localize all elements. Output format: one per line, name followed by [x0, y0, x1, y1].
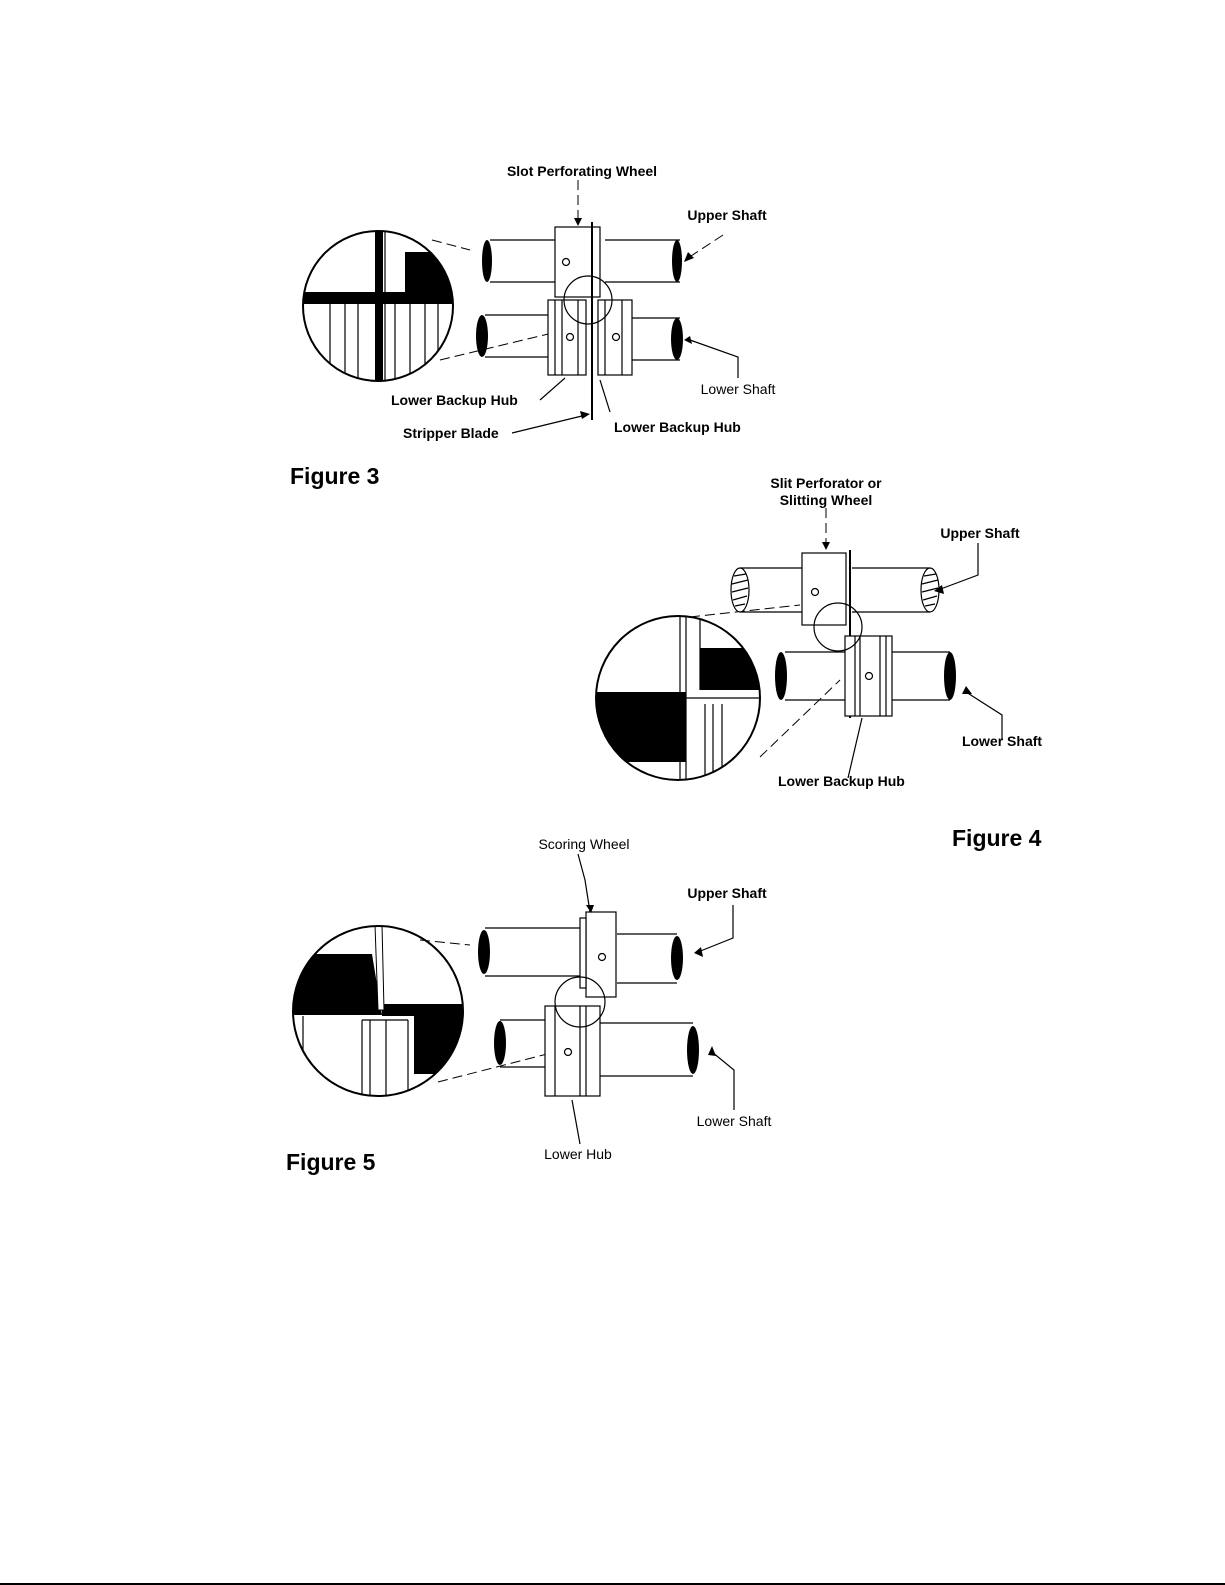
- figure-4-lower-backup-hub: [845, 636, 892, 716]
- figure-4-label-upper-shaft: Upper Shaft: [940, 525, 1020, 541]
- figure-3-caption: Figure 3: [290, 463, 379, 489]
- figure-3: Slot Perforating Wheel Upper Shaft Lower…: [290, 163, 775, 489]
- figure-5-label-scoring-wheel: Scoring Wheel: [538, 836, 629, 852]
- figure-4-label-lower-shaft: Lower Shaft: [962, 733, 1042, 749]
- figure-3-magnified-view: [300, 230, 565, 390]
- figure-4-caption: Figure 4: [952, 825, 1042, 851]
- figure-4-magnified-view: [596, 605, 840, 786]
- figure-3-label-lower-shaft: Lower Shaft: [701, 381, 776, 397]
- figure-5-label-upper-shaft: Upper Shaft: [687, 885, 767, 901]
- figure-3-label-stripper-blade: Stripper Blade: [403, 425, 499, 441]
- figure-3-label-lower-backup-hub-right: Lower Backup Hub: [614, 419, 741, 435]
- figure-5-caption: Figure 5: [286, 1149, 376, 1175]
- figure-3-lower-backup-hubs: [548, 300, 632, 375]
- figure-5-label-lower-shaft: Lower Shaft: [697, 1113, 772, 1129]
- figure-4-label-slit-perforator-line1: Slit Perforator or: [770, 475, 882, 491]
- figure-5-lower-hub: [545, 1006, 600, 1096]
- figure-5-label-lower-hub: Lower Hub: [544, 1146, 612, 1162]
- figure-3-label-upper-shaft: Upper Shaft: [687, 207, 767, 223]
- figure-4-label-slit-perforator-line2: Slitting Wheel: [780, 492, 873, 508]
- figure-4-label-lower-backup-hub: Lower Backup Hub: [778, 773, 905, 789]
- figure-3-label-slot-perforating-wheel: Slot Perforating Wheel: [507, 163, 657, 179]
- figure-4: Slit Perforator or Slitting Wheel Upper …: [596, 475, 1042, 851]
- figure-5: Scoring Wheel Upper Shaft Lower Shaft Lo…: [286, 836, 771, 1175]
- figure-3-label-lower-backup-hub-left: Lower Backup Hub: [391, 392, 518, 408]
- figure-5-magnified-view: [292, 925, 555, 1101]
